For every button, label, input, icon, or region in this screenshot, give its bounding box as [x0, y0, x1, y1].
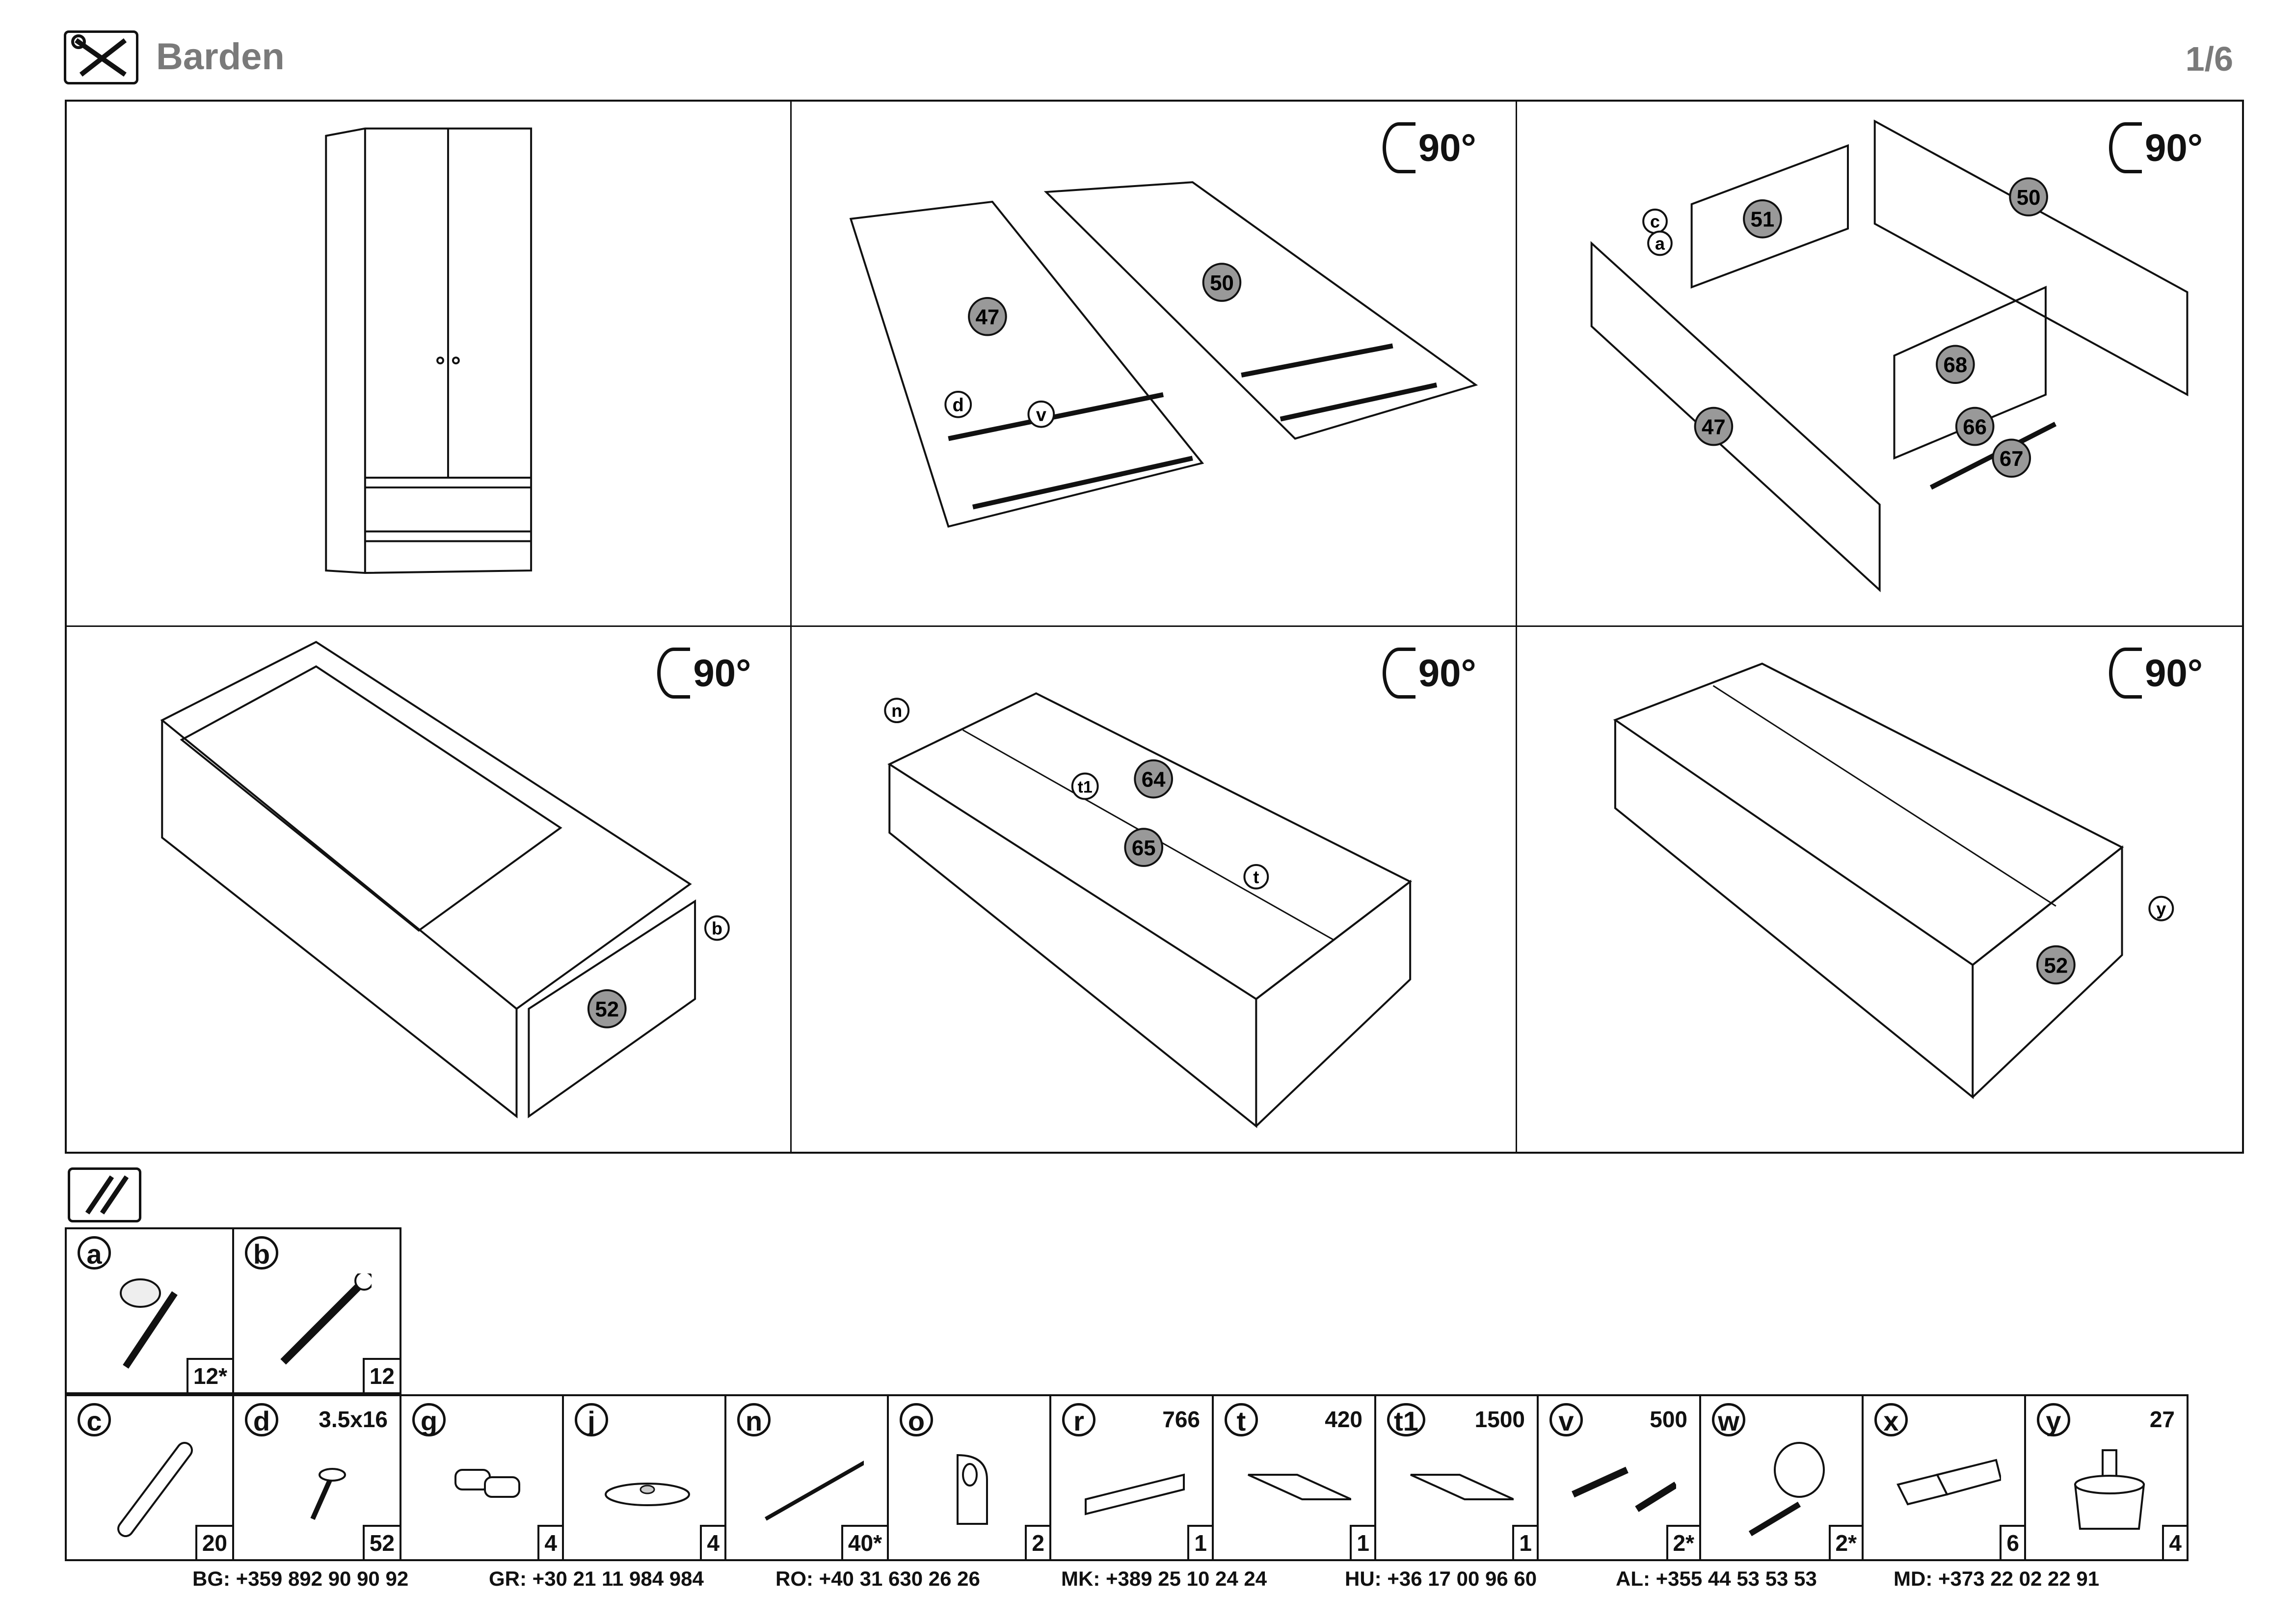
part-c-cell: c 20 — [65, 1394, 234, 1561]
part-w-cell: w 2* — [1699, 1394, 1864, 1561]
knob-icon — [1748, 1442, 1825, 1537]
confirmat-screw-icon — [280, 1273, 372, 1365]
svg-text:y: y — [2156, 898, 2166, 919]
long-joining-profile-icon — [1410, 1474, 1514, 1500]
svg-text:64: 64 — [1142, 767, 1166, 791]
contact-mk: MK: +389 25 10 24 24 — [1061, 1567, 1267, 1590]
fittings-icon — [68, 1167, 141, 1222]
rail-bracket-icon — [957, 1454, 988, 1525]
step-1-wardrobe-overview — [67, 102, 792, 627]
svg-text:65: 65 — [1132, 836, 1156, 860]
contact-ro: RO: +40 31 630 26 26 — [775, 1567, 980, 1590]
svg-text:50: 50 — [1210, 271, 1234, 295]
step-2-side-panels: 47 50 d v 90° — [792, 102, 1517, 627]
contact-al: AL: +355 44 53 53 53 — [1616, 1567, 1817, 1590]
glide-foot-icon — [605, 1483, 690, 1506]
svg-text:47: 47 — [1702, 415, 1726, 439]
part-o-cell: o 2 — [887, 1394, 1051, 1561]
assembly-steps-grid: 47 50 d v 90° 51 5 — [65, 100, 2244, 1154]
svg-text:t1: t1 — [1078, 778, 1093, 796]
rotate-90-icon: 90° — [2109, 122, 2203, 176]
wood-screw-icon — [310, 1468, 346, 1520]
part-g-cell: g 4 — [400, 1394, 564, 1561]
svg-text:d: d — [953, 395, 964, 416]
rotate-90-icon: 90° — [1382, 647, 1476, 702]
part-v-cell: v 500 2* — [1537, 1394, 1701, 1561]
part-j-cell: j 4 — [562, 1394, 726, 1561]
hanging-rail-icon — [1085, 1473, 1185, 1516]
svg-text:47: 47 — [976, 305, 1000, 329]
svg-text:a: a — [1655, 234, 1665, 253]
rotate-90-icon: 90° — [657, 647, 751, 702]
hardware-table-row-2: c 20 d 3.5x16 52 g 4 j — [65, 1394, 2189, 1561]
contact-gr: GR: +30 21 11 984 984 — [489, 1567, 704, 1590]
drawer-slide-icon — [1572, 1466, 1676, 1512]
svg-text:52: 52 — [595, 997, 619, 1021]
svg-text:67: 67 — [2000, 447, 2024, 471]
nail-icon — [765, 1461, 864, 1521]
part-d-cell: d 3.5x16 52 — [232, 1394, 401, 1561]
svg-text:c: c — [1650, 212, 1660, 232]
adjustable-foot-icon — [2074, 1449, 2145, 1530]
part-x-cell: x 6 — [1862, 1394, 2026, 1561]
part-a-cell: a 12* — [65, 1227, 234, 1394]
tools-icon — [64, 30, 138, 84]
product-title: Barden — [156, 36, 285, 78]
contact-bg: BG: +359 892 90 90 92 — [192, 1567, 409, 1590]
part-n-cell: n 40* — [724, 1394, 889, 1561]
joining-profile-icon — [1248, 1474, 1351, 1500]
rotate-90-icon: 90° — [2109, 647, 2203, 702]
contact-md: MD: +373 22 02 22 91 — [1894, 1567, 2100, 1590]
svg-text:b: b — [712, 919, 722, 938]
wooden-dowel-icon — [117, 1442, 193, 1537]
part-y-cell: y 27 4 — [2024, 1394, 2189, 1561]
svg-text:n: n — [892, 701, 903, 721]
step-3-frame-assembly: 51 50 47 68 66 67 c a 90° — [1517, 102, 2242, 627]
svg-text:52: 52 — [2044, 953, 2068, 977]
cam-lock-icon — [120, 1278, 178, 1369]
svg-text:v: v — [1036, 405, 1046, 426]
part-t-cell: t 420 1 — [1212, 1394, 1376, 1561]
svg-text:t: t — [1254, 867, 1259, 887]
svg-text:66: 66 — [1963, 415, 1987, 439]
contact-phones: BG: +359 892 90 90 92 GR: +30 21 11 984 … — [0, 1567, 2296, 1601]
hinge-icon — [1896, 1459, 2001, 1506]
rotate-90-icon: 90° — [1382, 122, 1476, 176]
part-r-cell: r 766 1 — [1049, 1394, 1214, 1561]
svg-text:51: 51 — [1750, 208, 1774, 232]
step-5-top-panels: 64 65 n t1 t 90° — [792, 626, 1517, 1152]
wardrobe-drawing — [325, 127, 533, 574]
step-6-feet: 52 y 90° — [1517, 627, 2242, 1152]
part-b-cell: b 12 — [232, 1227, 401, 1394]
svg-text:68: 68 — [1943, 353, 1967, 377]
contact-hu: HU: +36 17 00 96 60 — [1345, 1567, 1537, 1590]
svg-text:50: 50 — [2016, 186, 2040, 210]
part-t1-cell: t1 1500 1 — [1374, 1394, 1539, 1561]
hardware-table-row-1: a 12* b 12 — [65, 1227, 401, 1394]
shelf-support-icon — [454, 1469, 520, 1498]
step-4-back-panel: 52 b 90° — [67, 626, 792, 1152]
page-number: 1/6 — [2185, 40, 2233, 78]
